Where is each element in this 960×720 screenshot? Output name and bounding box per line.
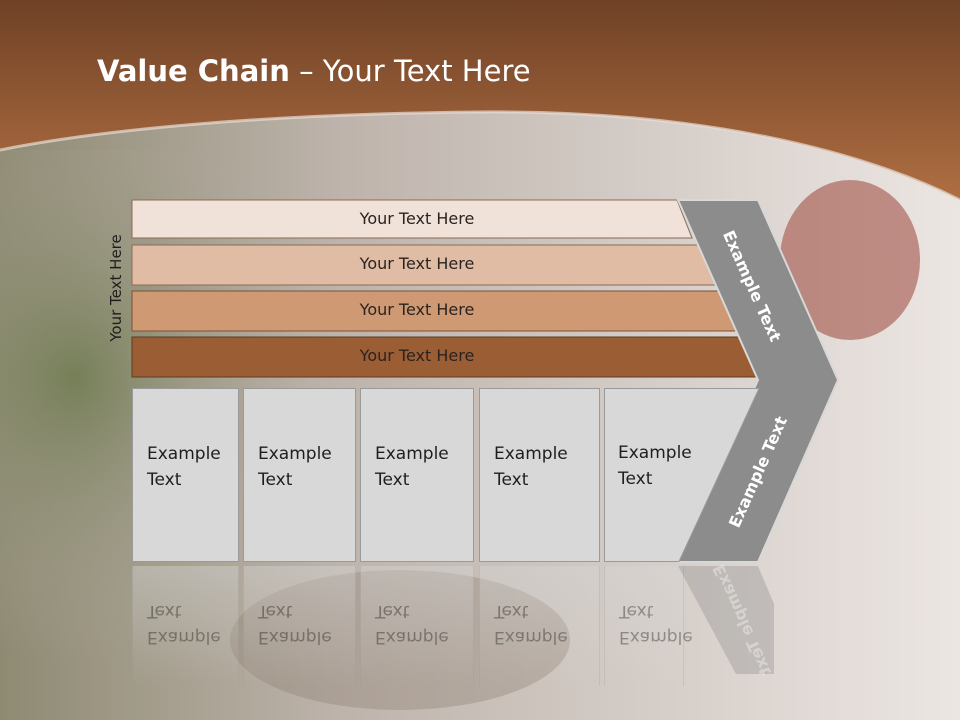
activity-box-5-shape <box>604 388 760 562</box>
bar-1-shape <box>131 199 693 239</box>
bar-1-label: Your Text Here <box>359 209 475 228</box>
chevron-reflection <box>678 566 774 674</box>
title-rest: – Your Text Here <box>289 54 531 88</box>
bar-3-label: Your Text Here <box>359 300 475 319</box>
title-bold: Value Chain <box>97 54 290 88</box>
bar-4-label: Your Text Here <box>359 346 475 365</box>
vertical-label-text: Your Text Here <box>107 234 125 342</box>
bar-2-label: Your Text Here <box>359 254 475 273</box>
slide-title: Value Chain – Your Text Here <box>97 54 531 88</box>
